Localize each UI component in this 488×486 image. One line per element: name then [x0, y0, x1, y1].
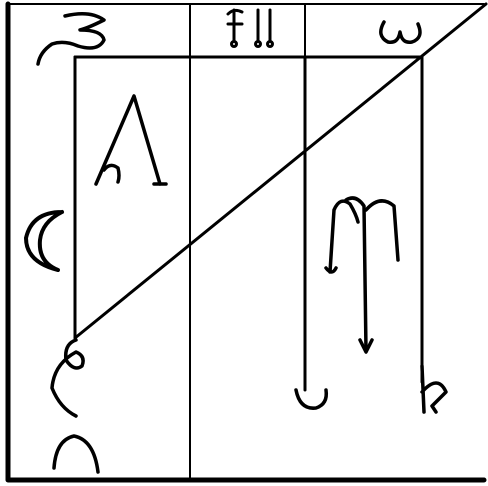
- column-dividers: [189, 3, 306, 481]
- diagonal-line: [73, 2, 488, 340]
- glyph-lambda: [94, 94, 168, 186]
- frame-left-bottom-edge: [5, 1, 487, 483]
- glyph-curly-three: [36, 12, 106, 66]
- glyph-crescent: [24, 210, 64, 272]
- glyph-hook: [294, 388, 329, 410]
- glyph-fork-mark: [226, 8, 274, 48]
- glyph-h-hook: [420, 364, 448, 414]
- glyph-omega: [379, 20, 422, 45]
- glyph-s-arch: [50, 338, 100, 474]
- outer-frame: [5, 1, 487, 483]
- inner-rectangle: [73, 55, 424, 392]
- glyph-m-stem: [324, 196, 400, 354]
